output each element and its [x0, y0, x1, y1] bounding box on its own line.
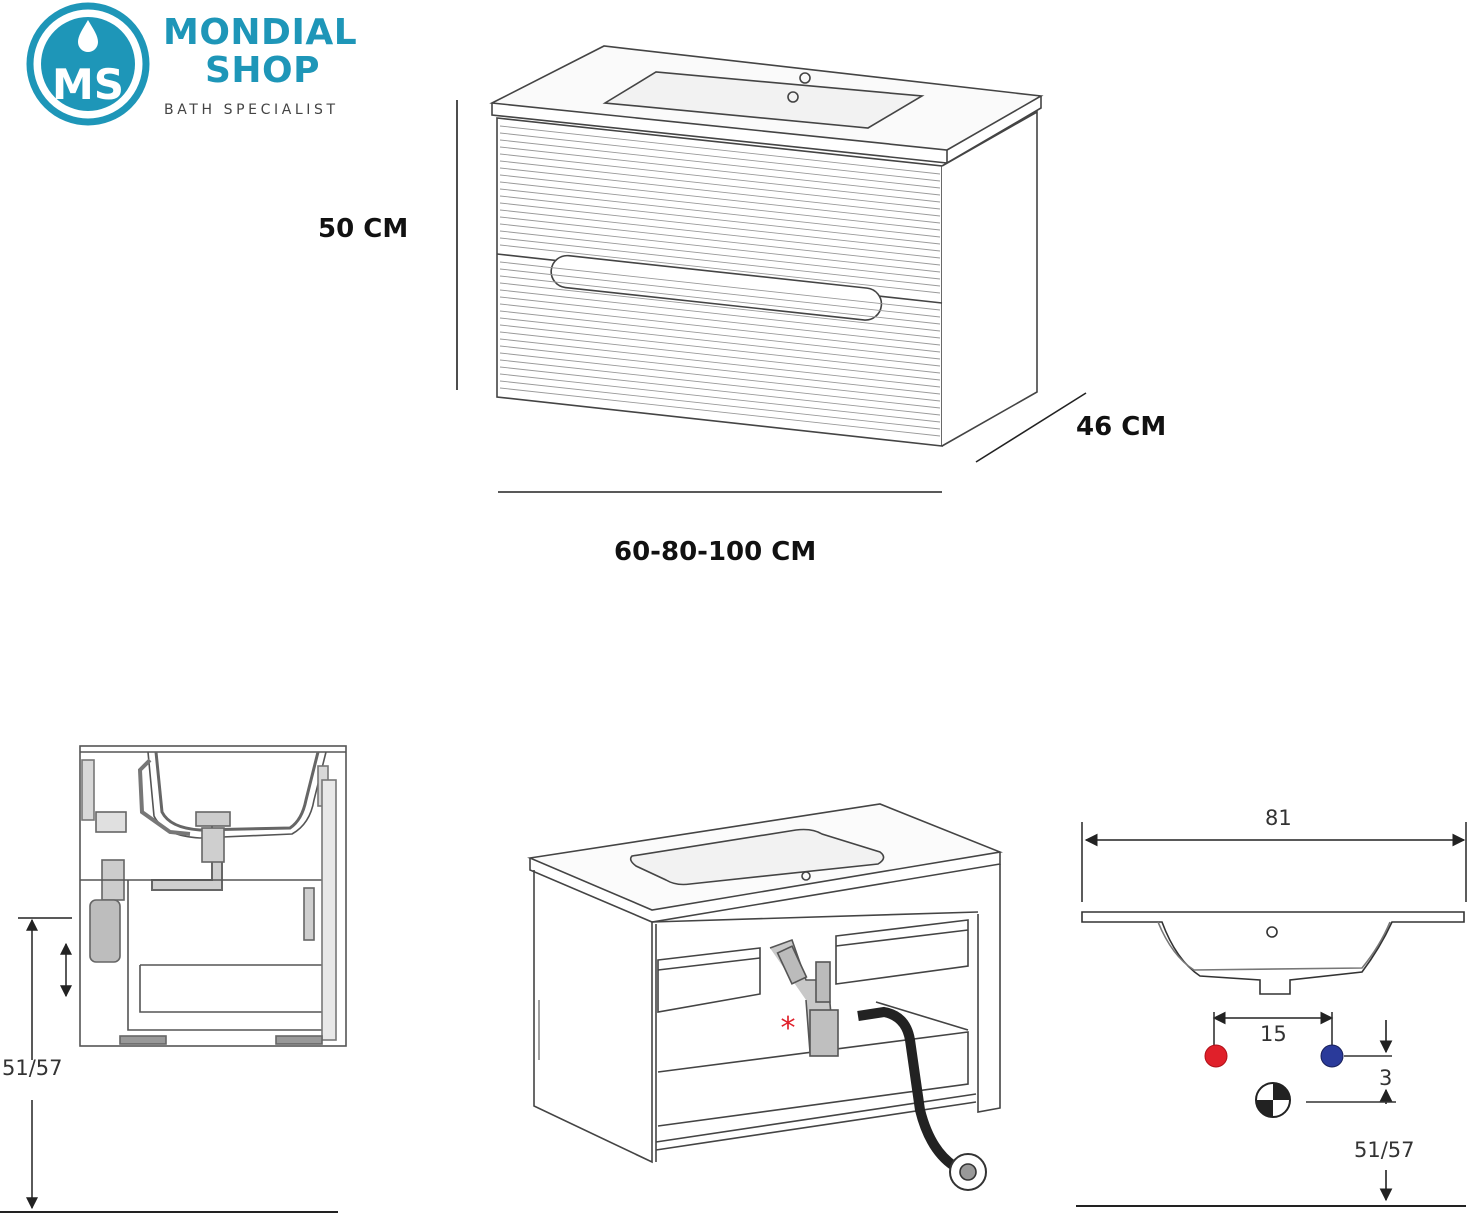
- dimension-lines-top: [456, 100, 1087, 493]
- fluting-line: [499, 125, 941, 175]
- drawer-handle: [550, 254, 883, 321]
- fluting-line: [499, 317, 941, 367]
- fluted-panel-lines: [499, 125, 941, 437]
- side-dimension-lines: [0, 917, 338, 1213]
- fluting-line: [499, 132, 941, 182]
- cabinet-side: [941, 110, 1038, 447]
- tap-spacing-label: 15: [1260, 1022, 1287, 1046]
- width-label: 60-80-100 CM: [614, 537, 817, 567]
- water-drop-logo-icon: MS: [26, 2, 150, 126]
- basin-width-label: 81: [1265, 806, 1292, 830]
- upper-drawer-right: [835, 919, 969, 985]
- fluting-line: [499, 261, 941, 311]
- fluting-line: [499, 139, 941, 189]
- fluting-line: [499, 268, 941, 318]
- fluting-line: [499, 181, 941, 231]
- basin-bowl-section: [154, 751, 320, 832]
- fluting-line: [499, 296, 941, 346]
- depth-dimension-line: [975, 392, 1087, 463]
- side-height-label: 51/57: [2, 1056, 63, 1080]
- brand-name-line1: MONDIAL: [163, 12, 358, 53]
- tap-hole: [799, 72, 811, 84]
- open-cabinet-view: [527, 803, 1003, 1191]
- fluting-line: [499, 237, 941, 287]
- fluting-line: [499, 387, 941, 437]
- fluting-line: [499, 230, 941, 280]
- fluting-line: [499, 310, 941, 360]
- side-section-view: [79, 745, 347, 1047]
- hot-water-dot: [1204, 1044, 1228, 1068]
- fluting-line: [499, 188, 941, 238]
- fluting-line: [499, 324, 941, 374]
- brand-name: MONDIAL SHOP: [163, 14, 363, 90]
- fluting-line: [499, 275, 941, 325]
- fluting-line: [499, 366, 941, 416]
- brand-name-line2: SHOP: [205, 50, 321, 91]
- fluting-line: [499, 373, 941, 423]
- asterisk-marker: *: [781, 1011, 796, 1046]
- fluting-line: [499, 289, 941, 339]
- fluting-line: [499, 345, 941, 395]
- fluting-line: [499, 216, 941, 266]
- sink-recess: [602, 71, 925, 129]
- fluting-line: [499, 202, 941, 252]
- basin-section-view: [1076, 822, 1467, 1207]
- drain-center-symbol: [1255, 1082, 1291, 1118]
- open-sink-recess: [629, 828, 885, 886]
- basin-height-label: 51/57: [1354, 1138, 1415, 1162]
- fluting-line: [499, 303, 941, 353]
- fluting-line: [499, 146, 941, 196]
- depth-label: 46 CM: [1076, 412, 1167, 442]
- fluting-line: [499, 153, 941, 203]
- cabinet-isometric-view: [489, 45, 1044, 447]
- fluting-line: [499, 352, 941, 402]
- fluting-line: [499, 282, 941, 332]
- fluting-line: [499, 223, 941, 273]
- upper-drawer-left: [657, 947, 761, 1013]
- overflow-hole: [787, 91, 799, 103]
- fluting-line: [499, 195, 941, 245]
- flexible-hose: [857, 1006, 957, 1171]
- tap-offset-label: 3: [1379, 1066, 1393, 1090]
- fluting-line: [499, 331, 941, 381]
- brand-tagline: BATH SPECIALIST: [164, 102, 339, 118]
- fluting-line: [499, 359, 941, 409]
- fluting-line: [499, 209, 941, 259]
- height-label: 50 CM: [318, 214, 409, 244]
- fluting-line: [499, 160, 941, 210]
- fluting-line: [499, 380, 941, 430]
- cold-water-dot: [1320, 1044, 1344, 1068]
- basin-profile: [1081, 911, 1465, 995]
- fluting-line: [499, 174, 941, 224]
- fluting-line: [499, 244, 941, 294]
- fluting-line: [499, 338, 941, 388]
- logo-monogram: MS: [52, 60, 124, 109]
- fluting-line: [499, 167, 941, 217]
